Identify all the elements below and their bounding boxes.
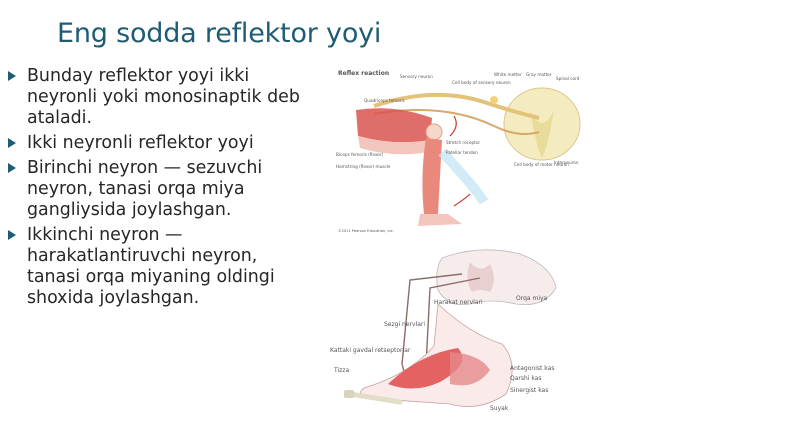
label-orqa-miya: Orqa miya [516, 295, 548, 302]
label-sezgi-nervlari: Sezgi nervlari [384, 321, 425, 328]
label-antagonist: Antagonist kas [510, 365, 554, 372]
label-tizza: Tizza [333, 367, 349, 374]
label-sinergist: Sinergist kas [510, 387, 548, 394]
bullet-item: Birinchi neyron — sezuvchi neyron, tanas… [6, 158, 306, 221]
label-stretch-receptor: Stretch receptor [446, 140, 480, 145]
label-harakat-nervlari: Harakat nervlari [434, 299, 483, 306]
bullet-arrow-icon [8, 163, 16, 173]
label-suyak: Suyak [490, 405, 509, 412]
slide-title: Eng sodda reflektor yoyi [57, 18, 382, 49]
spinal-cord-shape [436, 249, 557, 306]
label-motor-cell-body: Cell body of motor neuron [514, 162, 569, 167]
reflex-arc-figure: Orqa miya Harakat nervlari Sezgi nervlar… [330, 249, 557, 412]
bullet-arrow-icon [8, 138, 16, 148]
foot-shape [418, 214, 462, 226]
bone-shape [347, 391, 403, 405]
motor-nerve-path [373, 109, 540, 135]
quadriceps-muscle-shape [356, 108, 432, 143]
bullet-item: Ikkinchi neyron — harakatlantiruvchi ney… [6, 225, 306, 309]
figure-caption: ©2011 Pearson Education, Inc. [338, 229, 394, 233]
label-white-matter: White matter [494, 72, 522, 77]
bullet-text: Bunday reflektor yoyi ikki neyronli yoki… [27, 66, 300, 128]
bullet-item: Bunday reflektor yoyi ikki neyronli yoki… [6, 66, 306, 129]
bullet-text: Ikki neyronli reflektor yoyi [27, 133, 254, 153]
thigh-lower-shape [358, 136, 430, 155]
ganglion-dot [490, 96, 498, 104]
gray-matter-shape [467, 262, 494, 292]
label-cell-body: Cell body of sensory neuron [452, 80, 511, 85]
lower-leg-shape [422, 138, 442, 214]
sensory-nerve-path [373, 92, 540, 120]
label-sensory-neuron: Sensory neuron [400, 74, 433, 79]
figure-heading: Reflex reaction [338, 70, 389, 77]
bullet-text: Ikkinchi neyron — harakatlantiruvchi ney… [27, 225, 275, 308]
motor-nerve-path [425, 277, 481, 367]
bullet-arrow-icon [8, 71, 16, 81]
knee-joint-shape [425, 123, 443, 141]
bullet-arrow-icon [8, 230, 16, 240]
gray-matter-shape [530, 110, 554, 158]
agonist-muscle-shape [388, 348, 463, 389]
label-retseptorlar: Kattaki gavdal retseptorlar [330, 347, 411, 354]
kick-motion-shape [438, 148, 489, 205]
synergist-muscle-shape [450, 352, 490, 386]
reflex-reaction-figure: Reflex reaction Sensory neuron Cell body… [336, 70, 581, 233]
bullet-list: Bunday reflektor yoyi ikki neyronli yoki… [6, 66, 306, 313]
bullet-item: Ikki neyronli reflektor yoyi [6, 133, 306, 154]
bullet-text: Birinchi neyron — sezuvchi neyron, tanas… [27, 158, 263, 220]
label-gray-matter: Gray matter [526, 72, 552, 77]
tap-arrow-icon [449, 115, 457, 137]
label-qarshi-kas: Qarshi kas [510, 375, 542, 382]
label-interneuron: Interneuron [554, 160, 579, 165]
knee-cap-shape [344, 390, 354, 398]
label-spinal-cord: Spinal cord [556, 76, 580, 81]
label-quadriceps: Quadriceps femoris [364, 98, 405, 103]
label-hamstring: Hamstring (flexor) muscle [336, 164, 391, 169]
kick-arrow-icon [453, 193, 471, 207]
label-patellar-tendon: Patellar tendon [446, 150, 478, 155]
label-biceps-femoris: Biceps femoris (flexor) [336, 152, 384, 157]
